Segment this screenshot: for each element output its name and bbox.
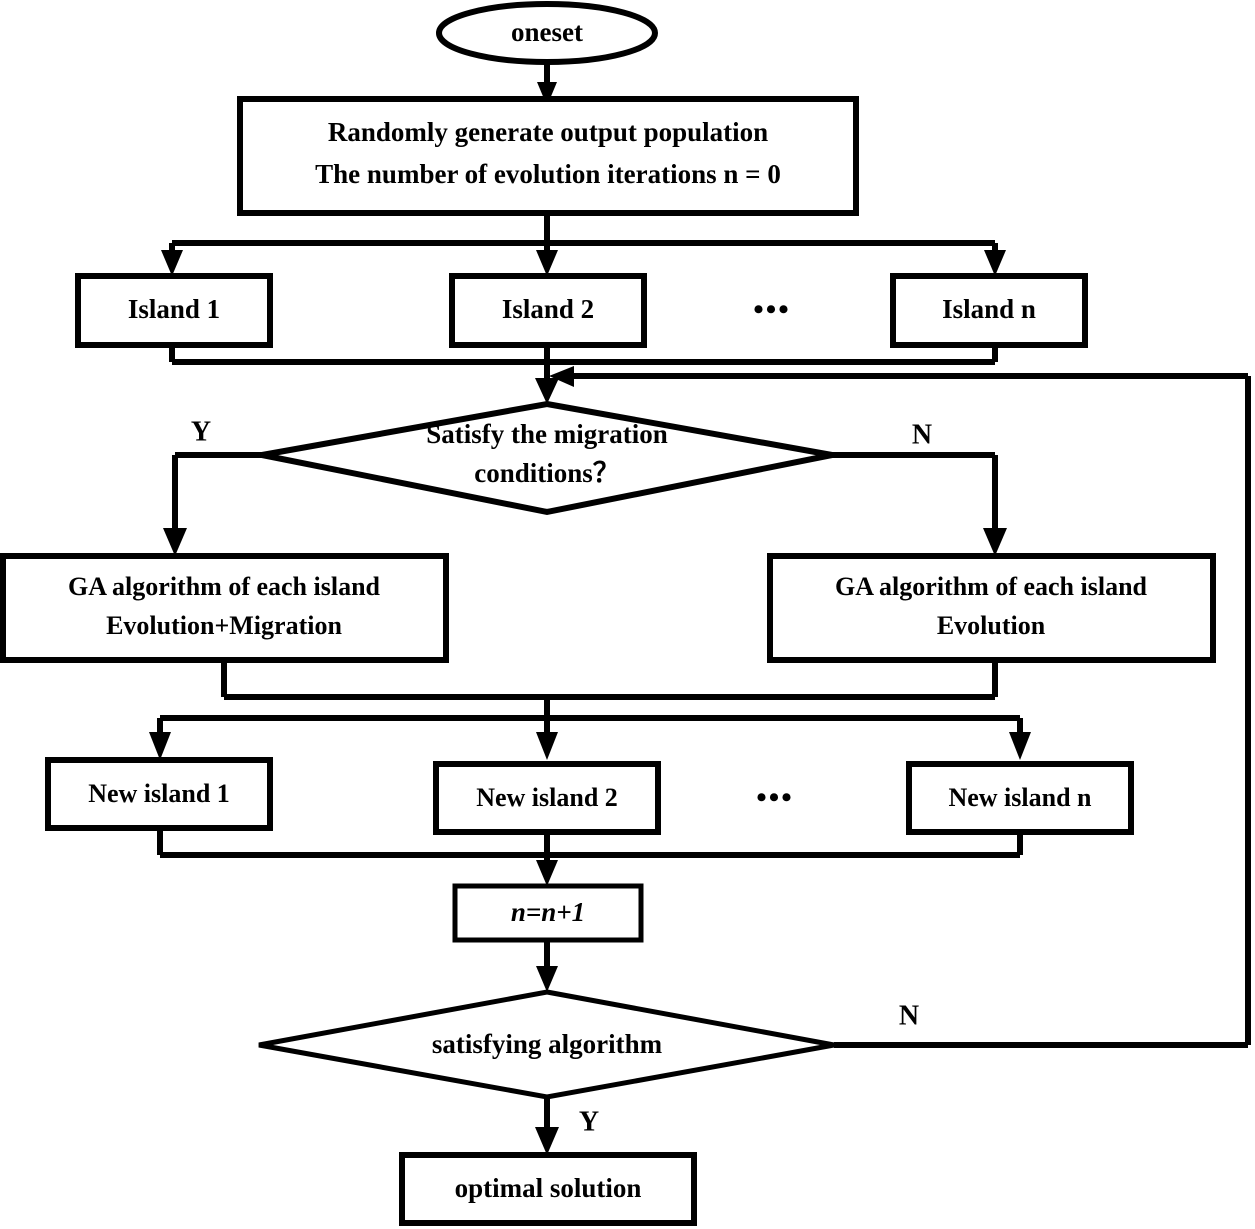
branch-label-migration-yes: Y [191,416,211,447]
edge-increment-to-terminate [536,940,558,992]
new-island-row-ellipsis: ••• [756,781,794,814]
edge-ga-to-new-island-rail [149,660,1031,760]
node-ga-migration-line2: Evolution+Migration [106,611,342,640]
node-migration-decision[interactable]: Satisfy the migration conditions？ [261,400,833,516]
node-island-2[interactable]: Island 2 [449,273,647,348]
branch-label-terminate-yes: Y [579,1106,599,1137]
node-migration-decision-line2: conditions？ [474,458,620,488]
node-new-island-1[interactable]: New island 1 [45,757,273,831]
edge-start-to-init [537,62,557,106]
node-new-island-n[interactable]: New island n [906,761,1134,835]
node-new-island-2-label: New island 2 [476,783,618,812]
node-increment[interactable]: n=n+1 [452,883,644,943]
node-result-label: optimal solution [455,1173,642,1203]
island-row-ellipsis: ••• [753,293,791,326]
node-migration-decision-line1: Satisfy the migration [426,419,667,449]
node-ga-evolution-line1: GA algorithm of each island [835,572,1148,601]
node-init[interactable]: Randomly generate output population The … [237,96,859,216]
node-island-1[interactable]: Island 1 [75,273,273,348]
node-island-1-label: Island 1 [128,294,220,324]
node-result[interactable]: optimal solution [399,1152,697,1226]
node-start[interactable]: oneset [436,1,658,65]
branch-label-migration-no: N [912,419,932,450]
node-init-line2: The number of evolution iterations n = 0 [315,159,781,189]
node-increment-label: n=n+1 [511,897,585,927]
node-new-island-1-label: New island 1 [88,779,230,808]
node-terminate-decision[interactable]: satisfying algorithm [258,989,835,1100]
node-island-n-label: Island n [942,294,1036,324]
edge-feedback-loop [549,366,1251,1048]
node-ga-evolution-line2: Evolution [937,611,1046,640]
edge-new-islands-to-increment [157,828,1023,886]
node-terminate-decision-label: satisfying algorithm [432,1029,663,1059]
node-island-n[interactable]: Island n [890,273,1088,348]
node-new-island-2[interactable]: New island 2 [433,761,661,835]
node-new-island-n-label: New island n [948,783,1092,812]
node-ga-evolution[interactable]: GA algorithm of each island Evolution [767,553,1216,663]
edge-migration-no [832,452,1007,556]
edge-migration-yes [163,452,262,556]
edge-terminate-yes [535,1097,559,1155]
branch-label-terminate-no: N [899,1000,919,1031]
edge-init-to-island-rail [161,213,1006,276]
node-start-label: oneset [511,17,583,47]
node-ga-migration-line1: GA algorithm of each island [68,572,381,601]
node-init-line1: Randomly generate output population [328,117,768,147]
node-ga-migration[interactable]: GA algorithm of each island Evolution+Mi… [0,553,449,663]
node-island-2-label: Island 2 [502,294,594,324]
